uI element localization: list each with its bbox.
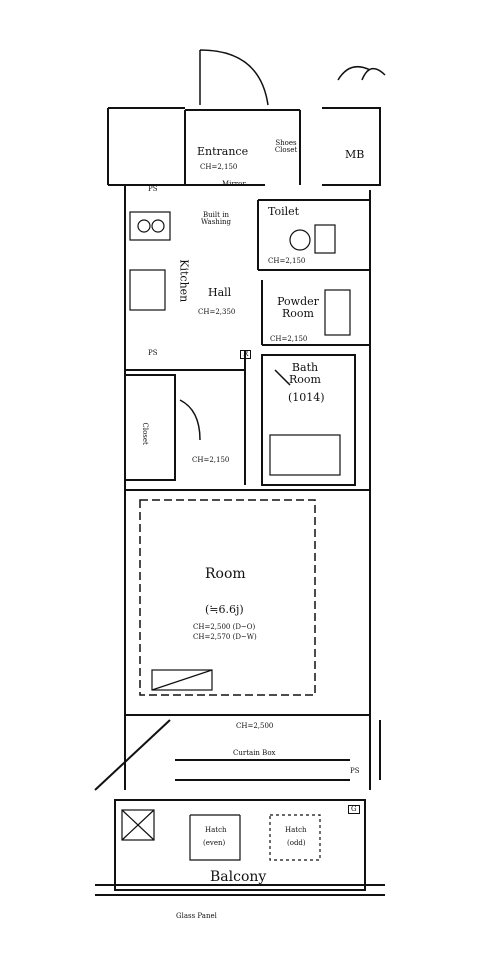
powder-room-ch: CH=2,150 [270, 335, 308, 343]
glass-panel-label: Glass Panel [176, 912, 217, 920]
room-label: Room [205, 566, 246, 582]
hall-ch: CH=2,350 [198, 308, 236, 316]
closet-door [179, 399, 201, 441]
hatch-even-sub: (even) [203, 839, 226, 847]
mb-door-arc [337, 65, 386, 81]
entrance-door-arc [199, 49, 269, 106]
toilet-walls [257, 199, 370, 271]
closet-ch: CH=2,150 [192, 456, 230, 464]
diagonal-lower-left [94, 719, 171, 791]
entrance-label: Entrance [197, 145, 249, 158]
balcony-label: Balcony [210, 869, 267, 885]
kitchen-wall [124, 205, 245, 371]
sink [129, 269, 166, 311]
entrance-ch: CH=2,150 [200, 163, 238, 171]
toilet-tank [314, 224, 336, 254]
closet-wall [125, 374, 176, 481]
toilet-ch: CH=2,150 [268, 257, 306, 265]
room-area [139, 499, 316, 696]
stove [129, 211, 171, 241]
curtain-box-label: Curtain Box [233, 749, 276, 757]
room-bed-diagonal [151, 669, 213, 691]
ps-mid-label: PS [148, 349, 158, 357]
hatch-odd [269, 814, 321, 861]
room-ch1: CH=2,500 (D~O) [193, 623, 256, 631]
room-size: (≒6.6j) [205, 603, 244, 616]
hatch-odd-sub: (odd) [287, 839, 306, 847]
balcony-rail [95, 884, 385, 896]
ps-bottom-label: PS [350, 767, 360, 775]
ps-top-label: PS [148, 185, 158, 193]
kitchen-label: Kitchen [177, 259, 191, 303]
burner-right [151, 219, 165, 233]
hatch-even-label: Hatch [205, 826, 227, 834]
room-bed-marker [151, 669, 213, 691]
bath-room-label: Bath Room [289, 361, 321, 386]
hatch-odd-label: Hatch [285, 826, 307, 834]
bath-door [274, 369, 291, 386]
bath-walls [261, 354, 356, 486]
upper-left-wall [107, 107, 185, 186]
balcony-unit [121, 809, 155, 841]
balcony-outline [114, 799, 366, 891]
wash-basin [324, 289, 351, 336]
hatch-even [189, 814, 241, 861]
powder-room-label: Powder Room [277, 295, 319, 320]
burner-left [137, 219, 151, 233]
toilet-bowl [289, 229, 311, 251]
bath-room-size: (1014) [288, 391, 325, 404]
g-mark: G [348, 805, 360, 815]
built-in-washing-label: Built in Washing [200, 211, 232, 227]
toilet-label: Toilet [268, 205, 300, 218]
closet-label: Closet [140, 422, 149, 445]
hall-label: Hall [208, 286, 232, 299]
balcony-unit-x [121, 809, 155, 841]
r-mark: R [240, 350, 252, 360]
top-wall [184, 109, 301, 185]
bath-tub [269, 434, 341, 476]
powder-wall [261, 280, 370, 346]
room-ch2: CH=2,570 (D~W) [193, 633, 257, 641]
shoes-closet-label: Shoes Closet [274, 139, 298, 155]
room-ch-bottom: CH=2,500 [236, 722, 274, 730]
mirror-label: Mirror [222, 180, 246, 188]
sash [175, 759, 350, 781]
mb-label: MB [345, 148, 365, 161]
mb-wall [322, 107, 381, 186]
